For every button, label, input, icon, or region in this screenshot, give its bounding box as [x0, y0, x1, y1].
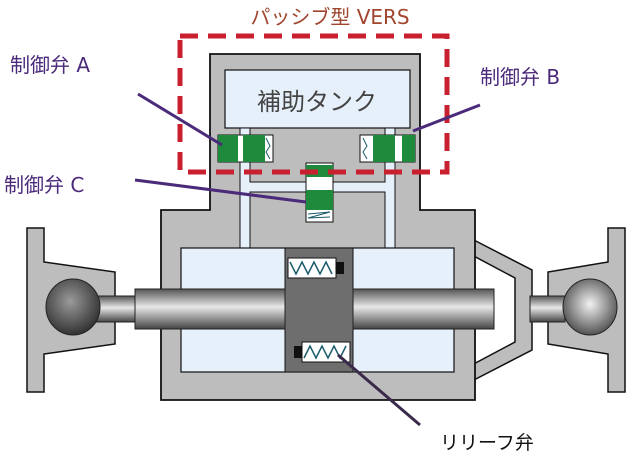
control-valve-a [217, 134, 274, 163]
label-relief-valve: リリーフ弁 [440, 432, 534, 454]
passive-vers-dashed-box [177, 33, 450, 175]
label-tank: 補助タンク [257, 88, 377, 116]
leader-valve-b [412, 103, 481, 133]
label-valve-c: 制御弁 C [4, 173, 84, 197]
leader-relief [337, 353, 421, 427]
left-ball-joint [45, 278, 101, 336]
relief-spring-upper [287, 257, 344, 279]
label-valve-b: 制御弁 B [480, 65, 560, 89]
leader-valve-a [137, 92, 223, 147]
piston-rod-right [352, 288, 495, 330]
piston-rod-left [134, 288, 286, 330]
control-valve-b [359, 134, 416, 163]
tank-chamber [224, 69, 411, 129]
label-valve-a: 制御弁 A [10, 53, 90, 77]
diagram-title: パッシブ型 VERS [250, 5, 409, 29]
leader-valve-c [134, 178, 307, 204]
right-ball-joint [562, 278, 618, 336]
